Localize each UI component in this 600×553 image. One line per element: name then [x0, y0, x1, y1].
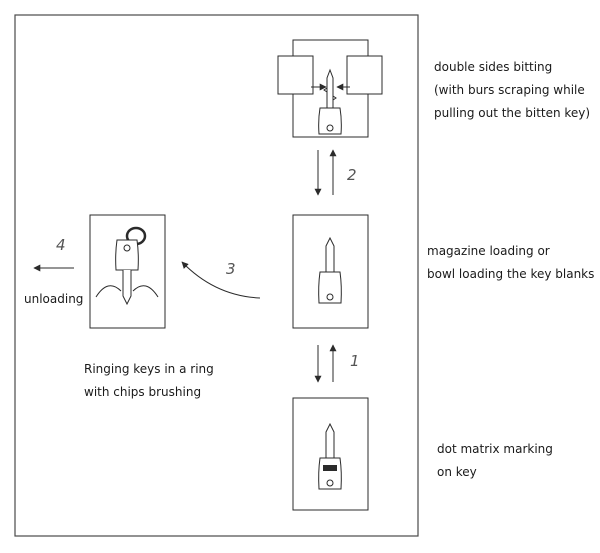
- bitting-station: [277, 39, 383, 138]
- right-brush-arc: [132, 285, 159, 298]
- unloading-label: unloading: [24, 292, 84, 306]
- marking-label-line: dot matrix marking: [437, 442, 553, 456]
- step-number: 3: [226, 260, 236, 278]
- left-brush-arc: [95, 285, 122, 298]
- ringing-station: [89, 214, 166, 329]
- loading-station: [292, 214, 369, 329]
- step-number: 4: [56, 236, 66, 254]
- ringing-station-box: [89, 214, 166, 329]
- loading-label-line: bowl loading the key blanks: [427, 267, 595, 281]
- marking-label: dot matrix marking on key: [437, 438, 553, 484]
- bitting-label-line: pulling out the bitten key): [434, 106, 591, 120]
- left-bur-block: [277, 55, 314, 95]
- step-number: 1: [350, 352, 360, 370]
- loading-station-box: [292, 214, 369, 329]
- key-blank: [318, 236, 342, 304]
- right-bur-block: [346, 55, 383, 95]
- bitting-label: double sides bitting (with burs scraping…: [434, 56, 590, 125]
- loading-label: magazine loading or bowl loading the key…: [427, 240, 594, 286]
- key-marked: [318, 422, 342, 490]
- marking-station: [292, 397, 369, 511]
- key-bitting: [318, 68, 342, 135]
- outer-frame: [14, 14, 419, 537]
- marking-label-line: on key: [437, 465, 477, 479]
- ringing-label-line: Ringing keys in a ring: [84, 362, 214, 376]
- marking-station-box: [292, 397, 369, 511]
- bitting-label-line: (with burs scraping while: [434, 83, 585, 97]
- arrow-curve-to-ringing: [181, 261, 261, 299]
- bitting-label-line: double sides bitting: [434, 60, 553, 74]
- key-ringed: [115, 239, 139, 306]
- ringing-label-line: with chips brushing: [84, 385, 202, 399]
- loading-label-line: magazine loading or: [427, 244, 550, 258]
- step-number: 2: [347, 166, 357, 184]
- ringing-label: Ringing keys in a ring with chips brushi…: [84, 358, 214, 404]
